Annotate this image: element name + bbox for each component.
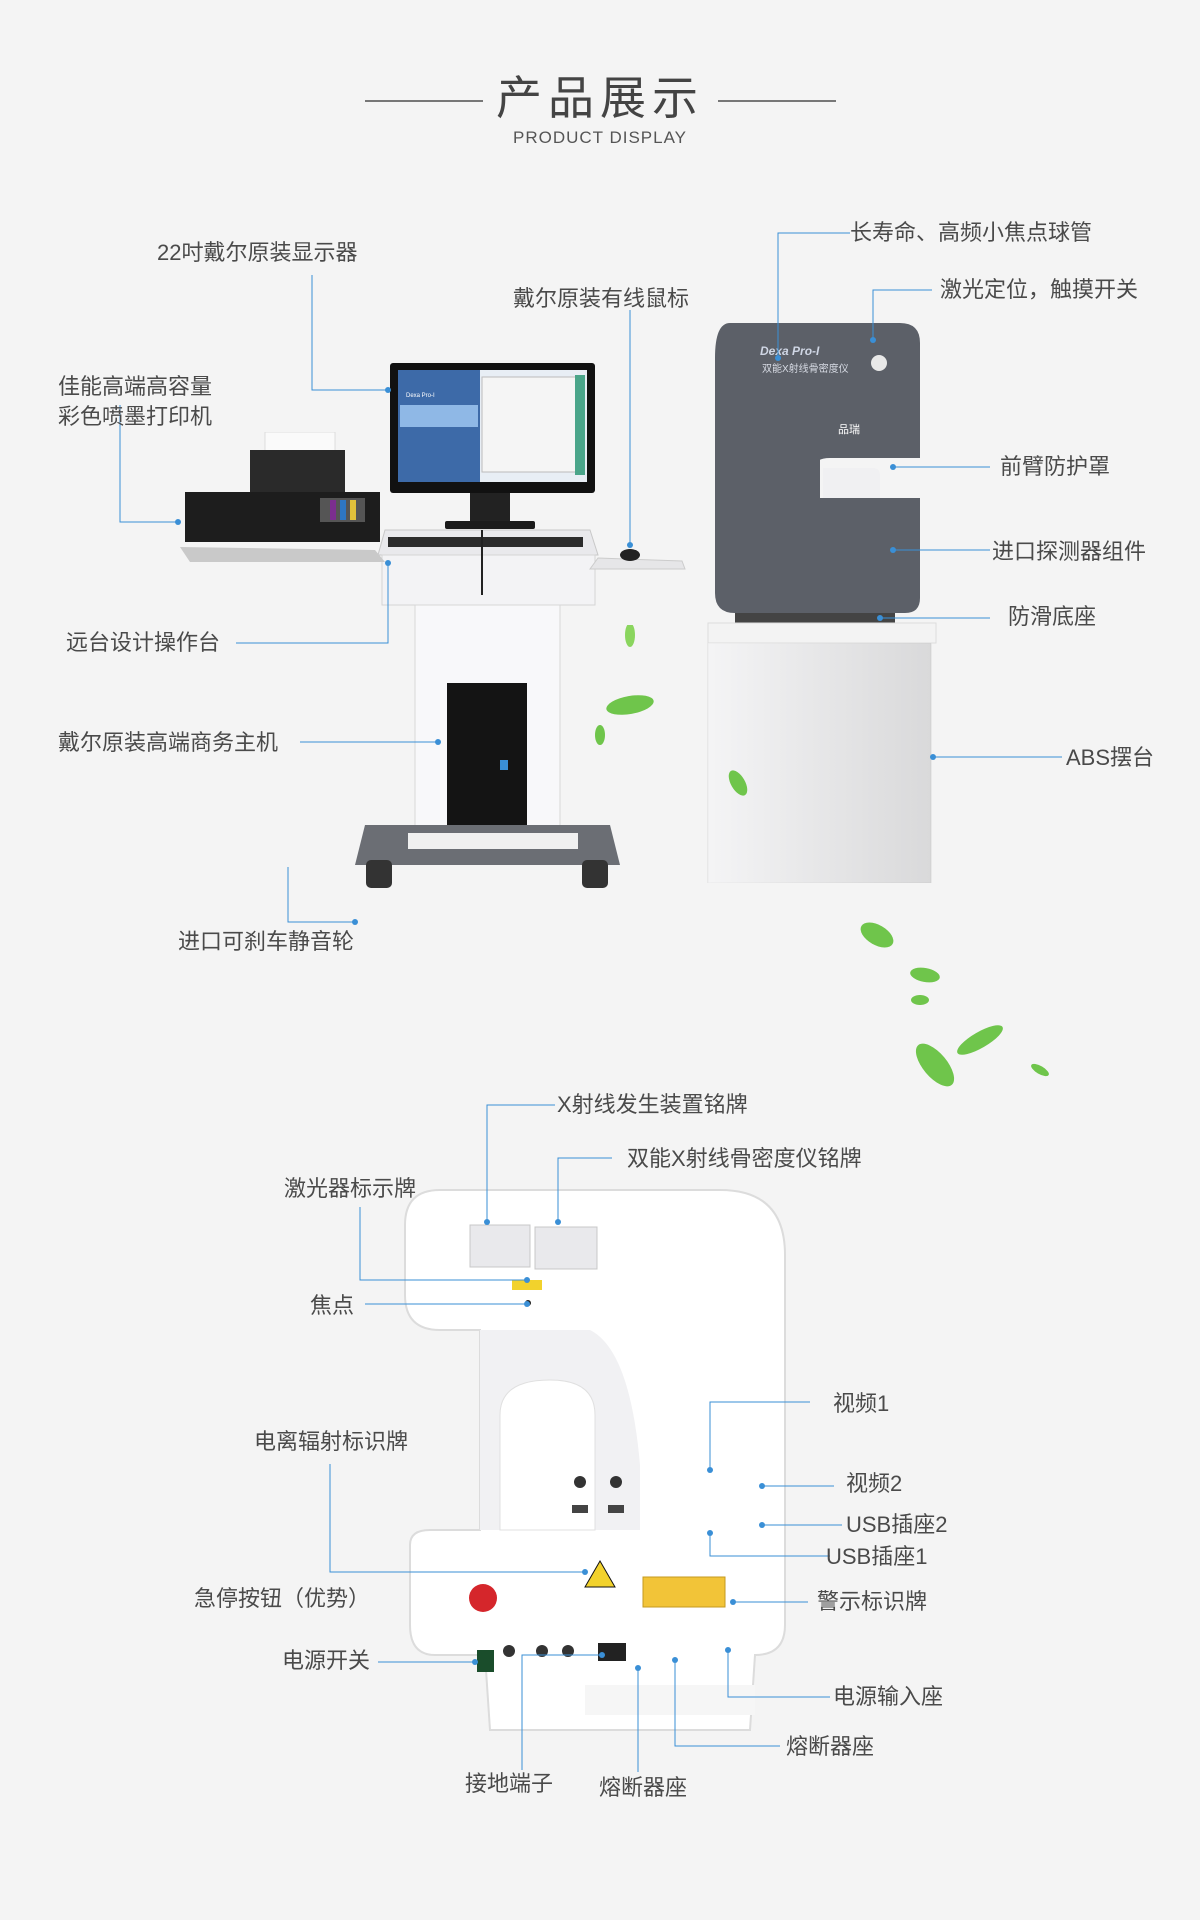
label-tube: 长寿命、高频小焦点球管 — [850, 220, 1093, 245]
label-radiation: 电离辐射标识牌 — [254, 1429, 409, 1454]
page-subtitle: PRODUCT DISPLAY — [512, 128, 688, 147]
label-power-switch: 电源开关 — [282, 1648, 371, 1673]
label-printer-line1: 佳能高端高容量 — [58, 374, 213, 399]
label-detector: 进口探测器组件 — [992, 539, 1147, 564]
label-abs: ABS摆台 — [1066, 745, 1155, 770]
label-host: 戴尔原装高端商务主机 — [58, 730, 279, 755]
brand-logo: 品瑞 — [838, 424, 860, 436]
dxa-device-illustration — [707, 323, 937, 883]
title-line-right — [718, 100, 836, 102]
monitor-badge: Dexa Pro-I — [406, 393, 435, 399]
label-ground: 接地端子 — [465, 1771, 554, 1796]
label-power-in: 电源输入座 — [833, 1684, 944, 1709]
label-dual-plate: 双能X射线骨密度仪铭牌 — [627, 1146, 862, 1171]
label-video2: 视频2 — [846, 1471, 903, 1496]
leaf-decoration — [595, 625, 1049, 1087]
label-printer-line2: 彩色喷墨打印机 — [58, 404, 213, 429]
label-warning: 警示标识牌 — [817, 1589, 928, 1614]
label-fuse-left: 熔断器座 — [599, 1775, 688, 1800]
label-estop: 急停按钮（优势） — [194, 1586, 371, 1611]
workstation-illustration — [355, 363, 686, 888]
device-name-top: Dexa Pro-I — [760, 344, 820, 358]
label-mouse: 戴尔原装有线鼠标 — [513, 286, 690, 311]
label-usb1: USB插座1 — [826, 1544, 928, 1569]
page-title: 产品展示 — [496, 72, 704, 124]
label-focus: 焦点 — [310, 1293, 355, 1318]
label-video1: 视频1 — [833, 1391, 890, 1416]
title-line-left — [365, 100, 483, 102]
label-wheels: 进口可刹车静音轮 — [178, 929, 355, 954]
label-usb2: USB插座2 — [846, 1512, 948, 1537]
printer-illustration — [180, 432, 385, 562]
label-laser-plate: 激光器标示牌 — [284, 1176, 417, 1201]
label-monitor: 22吋戴尔原装显示器 — [157, 240, 358, 265]
device-cn-top: 双能X射线骨密度仪 — [762, 364, 849, 375]
label-fuse-right: 熔断器座 — [786, 1734, 875, 1759]
label-console: 远台设计操作台 — [66, 630, 221, 655]
label-xray-plate: X射线发生装置铭牌 — [557, 1092, 748, 1117]
label-forearm: 前臂防护罩 — [1000, 454, 1111, 479]
rear-device-illustration — [404, 1189, 786, 1731]
label-laser-switch: 激光定位，触摸开关 — [940, 277, 1139, 302]
label-base: 防滑底座 — [1008, 604, 1097, 629]
